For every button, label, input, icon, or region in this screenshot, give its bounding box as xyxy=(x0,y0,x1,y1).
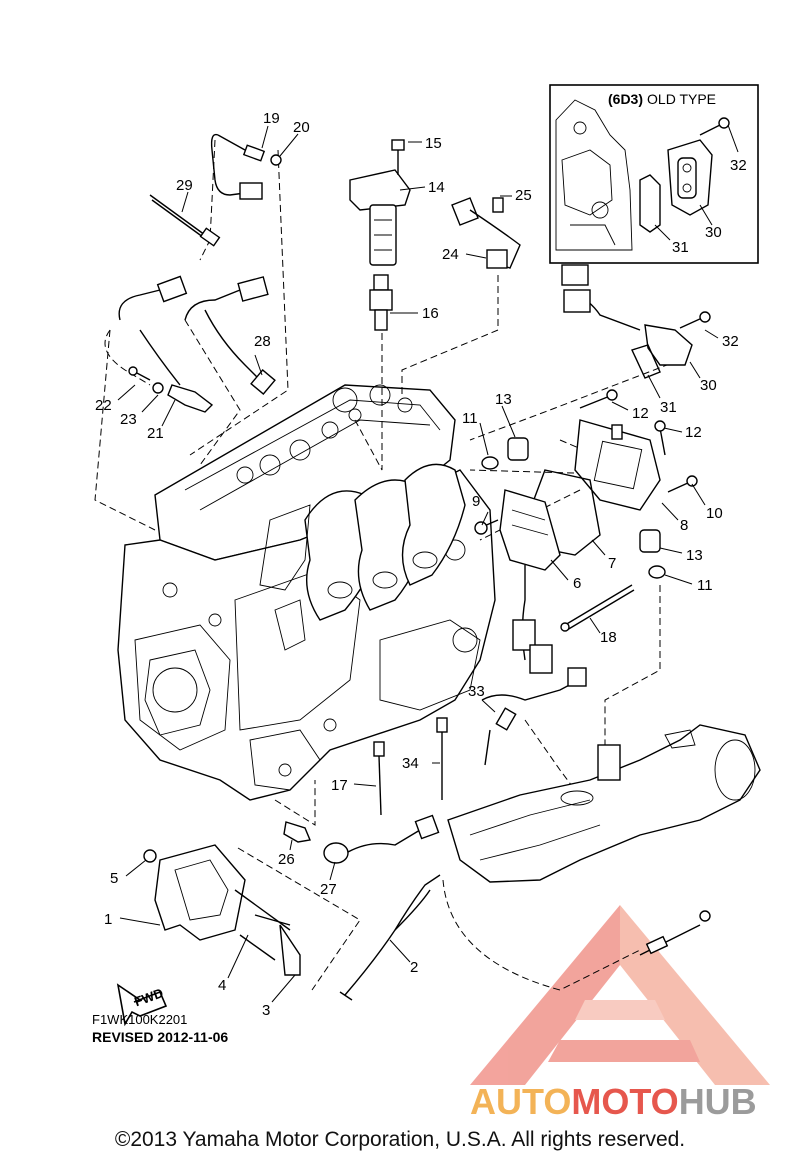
copyright-notice: ©2013 Yamaha Motor Corporation, U.S.A. A… xyxy=(114,1128,686,1151)
callout-16: 16 xyxy=(422,305,439,322)
callout-1: 1 xyxy=(104,911,112,928)
callout-7: 7 xyxy=(608,555,616,572)
callout-30: 30 xyxy=(700,377,717,394)
leader-lines xyxy=(117,125,719,1003)
automotohub-watermark-logo xyxy=(470,905,770,1085)
sensor-19 xyxy=(210,133,282,200)
watermark-auto: AUTO xyxy=(470,1081,571,1122)
callout-20: 20 xyxy=(293,119,310,136)
callout-25: 25 xyxy=(515,187,532,204)
callout-18: 18 xyxy=(600,629,617,646)
callout-22: 22 xyxy=(95,397,112,414)
callout-6: 6 xyxy=(573,575,581,592)
screw-inset xyxy=(699,117,730,136)
callout-11-top: 11 xyxy=(462,410,478,427)
callout-12-right: 12 xyxy=(685,424,702,441)
callout-12-top: 12 xyxy=(632,405,649,422)
callout-10: 10 xyxy=(706,505,723,522)
callout-11-bottom: 11 xyxy=(697,577,713,594)
watermark-moto: MOTO xyxy=(571,1081,678,1122)
diagram-code: F1WK100K2201 xyxy=(92,1012,187,1027)
callout-23: 23 xyxy=(120,411,137,428)
callout-3: 3 xyxy=(262,1002,270,1019)
engine-block xyxy=(117,384,496,801)
spark-plug-16 xyxy=(369,274,393,331)
fasteners xyxy=(474,389,698,579)
revised-date: REVISED 2012-11-06 xyxy=(92,1029,228,1045)
long-bolt-18 xyxy=(560,584,635,632)
sensor-33 xyxy=(481,667,587,766)
sensor-26 xyxy=(283,821,311,843)
throttle-cable-2 xyxy=(339,874,441,1001)
callout-34: 34 xyxy=(402,755,419,772)
sensor-29 xyxy=(149,194,221,247)
callout-31-inset: 31 xyxy=(672,239,689,256)
old-type-inset: (6D3)OLD TYPE 32 30 31 xyxy=(549,84,759,264)
watermark-hub: HUB xyxy=(679,1081,757,1122)
callout-21: 21 xyxy=(147,425,164,442)
callout-31: 31 xyxy=(660,399,677,416)
callout-19: 19 xyxy=(263,110,280,127)
callout-17: 17 xyxy=(331,777,348,794)
callout-15: 15 xyxy=(425,135,442,152)
callout-9: 9 xyxy=(472,493,480,510)
control-unit-6 xyxy=(499,489,561,674)
callout-13-top: 13 xyxy=(495,391,512,408)
bolt-15 xyxy=(391,139,405,175)
throttle-body-8 xyxy=(529,419,661,556)
callout-32: 32 xyxy=(722,333,739,350)
throttle-sensor-30 xyxy=(561,264,711,379)
exhaust-manifold xyxy=(447,724,761,883)
cable-ties xyxy=(373,717,448,816)
bracket-assembly xyxy=(143,844,301,976)
callout-4: 4 xyxy=(218,977,226,994)
callout-32-inset: 32 xyxy=(730,157,747,174)
svg-text:AUTOMOTOHUB: AUTOMOTOHUB xyxy=(470,1081,757,1122)
ignition-coil-14 xyxy=(349,169,411,266)
callout-14: 14 xyxy=(428,179,445,196)
inset-label: OLD TYPE xyxy=(647,91,716,107)
sensor-21 xyxy=(118,275,214,413)
cable-end xyxy=(639,910,711,956)
automotohub-watermark-text: AUTOMOTOHUB xyxy=(470,1081,757,1122)
callout-8: 8 xyxy=(680,517,688,534)
inset-code: (6D3) xyxy=(608,91,643,107)
sensor-24 xyxy=(451,197,521,269)
sensor-28 xyxy=(184,276,276,396)
callout-26: 26 xyxy=(278,851,295,868)
throttle-sensor-inset xyxy=(667,139,713,216)
callout-27: 27 xyxy=(320,881,337,898)
callout-24: 24 xyxy=(442,246,459,263)
callout-2: 2 xyxy=(410,959,418,976)
callout-30-inset: 30 xyxy=(705,224,722,241)
callout-numbers: 19 20 29 15 14 25 24 16 28 22 23 21 11 1… xyxy=(95,110,739,1019)
harness-27 xyxy=(323,814,440,864)
callout-29: 29 xyxy=(176,177,193,194)
callout-13-bottom: 13 xyxy=(686,547,703,564)
callout-5: 5 xyxy=(110,870,118,887)
svg-text:(6D3)OLD TYPE: (6D3)OLD TYPE xyxy=(608,91,716,107)
callout-28: 28 xyxy=(254,333,271,350)
callout-33: 33 xyxy=(468,683,485,700)
